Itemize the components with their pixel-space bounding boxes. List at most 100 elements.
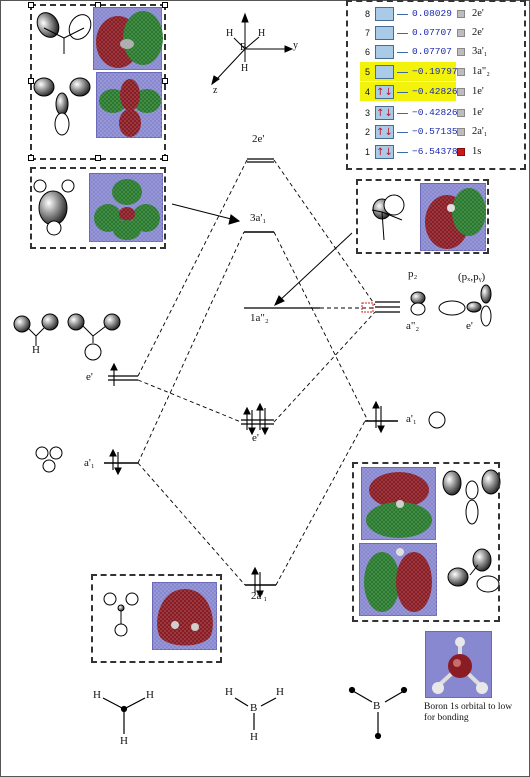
mo-energy: −0.19797 xyxy=(412,66,458,77)
mo-checkbox[interactable] xyxy=(457,68,465,76)
orbital-render-e-2 xyxy=(96,72,163,139)
mo-energy: 0.07707 xyxy=(412,46,452,57)
mo-dash xyxy=(397,52,408,53)
level-1e xyxy=(241,419,274,425)
mo-index: 6 xyxy=(364,47,370,57)
mo-index: 1 xyxy=(364,147,370,157)
mo-row[interactable]: 6 0.07707 3a'₁ xyxy=(358,44,528,62)
mo-symmetry: 2e' xyxy=(472,8,484,19)
resize-handle[interactable] xyxy=(162,155,168,161)
mo-checkbox[interactable] xyxy=(457,148,465,156)
label-boron-e: e' xyxy=(466,320,473,332)
mo-index: 7 xyxy=(364,28,370,38)
cartoon-pz xyxy=(410,291,426,316)
mo-symmetry: 2a'₁ xyxy=(472,126,488,137)
cartoon-1e-orbital-1 xyxy=(442,469,501,525)
mo-checkbox[interactable] xyxy=(457,10,465,18)
mo-dash xyxy=(397,33,408,34)
cartoon-2a1-orbital xyxy=(103,592,139,637)
mo-index: 4 xyxy=(364,87,370,97)
label-boron-a2: a"₂ xyxy=(406,320,420,332)
mo-checkbox[interactable] xyxy=(457,48,465,56)
box-a1-orbital xyxy=(30,167,166,249)
mo-row[interactable]: 1 ↑↓ −6.54378 1s xyxy=(358,144,528,162)
resize-handle[interactable] xyxy=(28,78,34,84)
mo-row[interactable]: 7 0.07707 2e' xyxy=(358,25,528,43)
orbital-render-boron-1s xyxy=(425,631,492,698)
mo-occupancy-box: ↑↓ xyxy=(375,85,394,99)
mo-dash xyxy=(397,113,408,114)
mo-index: 8 xyxy=(364,9,370,19)
mo-checkbox[interactable] xyxy=(457,29,465,37)
mo-symmetry: 1e' xyxy=(472,107,484,118)
mo-occupancy-box: ↑↓ xyxy=(375,106,394,120)
axis-label-h: H xyxy=(241,63,249,74)
mo-row[interactable]: 4 ↑↓ −0.42826 1e' xyxy=(358,82,528,102)
label-boron-a1: a'₁ xyxy=(406,413,417,425)
mo-row[interactable]: 5 −0.19797 1a"₂ xyxy=(358,62,528,82)
mo-row[interactable]: 8 0.08029 2e' xyxy=(358,6,528,24)
mo-symmetry: 1a"₂ xyxy=(472,66,490,77)
cartoon-a1-orbital xyxy=(33,179,75,236)
a2-selection-mark xyxy=(361,302,374,313)
mo-energy: −0.42826 xyxy=(412,107,458,118)
label-3a1: 3a'₁ xyxy=(250,212,267,224)
pointer-arrows xyxy=(171,203,353,306)
label-1a2: 1a"₂ xyxy=(250,312,269,324)
mo-energy: 0.07707 xyxy=(412,27,452,38)
molecule-h3 xyxy=(102,697,146,734)
label-h3-a1: a'₁ xyxy=(84,457,95,469)
resize-handle[interactable] xyxy=(162,2,168,8)
mo-row[interactable]: 3 ↑↓ −0.42826 1e' xyxy=(358,105,528,123)
atom-label-h: H xyxy=(250,731,258,743)
mo-energy: −0.57135 xyxy=(412,126,458,137)
resize-handle[interactable] xyxy=(28,155,34,161)
label-2a1: 2a'₁ xyxy=(251,590,268,602)
h3-level-e xyxy=(108,375,138,381)
box-2a1-orbital xyxy=(91,574,222,663)
cartoon-a2-orbital xyxy=(371,194,405,241)
resize-handle[interactable] xyxy=(95,155,101,161)
level-2e xyxy=(247,158,274,163)
orbital-render-a2 xyxy=(420,183,487,252)
mo-checkbox[interactable] xyxy=(457,88,465,96)
label-boron-pz: p₂ xyxy=(408,268,418,280)
mo-dash xyxy=(397,92,408,93)
axis-triad xyxy=(211,12,294,86)
boron-level-p xyxy=(375,301,400,313)
mo-checkbox[interactable] xyxy=(457,128,465,136)
cartoon-1e-orbital-2 xyxy=(447,548,500,593)
atom-label-h: H xyxy=(146,689,154,701)
mo-index: 2 xyxy=(364,127,370,137)
mo-energy: 0.08029 xyxy=(412,8,452,19)
mo-dash xyxy=(397,72,408,73)
box-1e-orbitals xyxy=(352,462,500,622)
mo-index: 5 xyxy=(364,67,370,77)
correlation-lines xyxy=(137,159,376,586)
orbital-render-1e-2 xyxy=(359,543,438,617)
molecule-bh3-2 xyxy=(348,686,408,740)
mo-occupancy-box xyxy=(375,45,394,59)
cartoon-e-orbital-2 xyxy=(33,77,91,136)
electron-arrows xyxy=(109,362,385,599)
label-boron-pxpy: (pₓ,pᵧ) xyxy=(458,271,486,283)
resize-handle[interactable] xyxy=(28,2,34,8)
mo-symmetry: 1s xyxy=(472,146,482,157)
box-a2-orbital xyxy=(356,179,489,254)
mo-energy: −6.54378 xyxy=(412,146,458,157)
label-2e: 2e' xyxy=(252,133,265,145)
atom-label-h: H xyxy=(120,735,128,747)
axis-label-h: H xyxy=(258,28,266,39)
cartoon-h3-e-2 xyxy=(67,313,121,361)
mo-occupancy-box xyxy=(375,26,394,40)
atom-label-b: B xyxy=(250,702,258,714)
mo-row[interactable]: 2 ↑↓ −0.57135 2a'₁ xyxy=(358,124,528,142)
orbital-render-e-1 xyxy=(93,7,163,71)
atom-label-b: B xyxy=(373,700,381,712)
orbital-render-a1 xyxy=(89,173,164,243)
orbital-render-2a1 xyxy=(152,582,218,651)
cartoon-h3-e-1 xyxy=(13,313,59,346)
axis-label-z: z xyxy=(213,85,218,96)
mo-checkbox[interactable] xyxy=(457,109,465,117)
atom-label-h: H xyxy=(93,689,101,701)
